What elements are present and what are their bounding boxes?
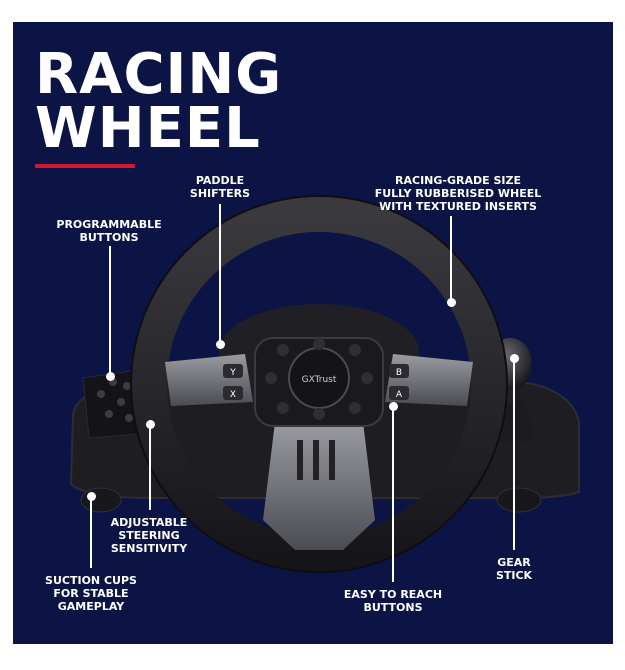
callout-line: RACING-GRADE SIZE xyxy=(395,174,521,187)
product-banner: Y X B A GXTrust RACING WHEEL PADDLE SHIF… xyxy=(13,22,613,644)
callout-gear-stick: GEAR STICK xyxy=(479,556,549,582)
pointer-line xyxy=(392,406,394,582)
button-a-label: A xyxy=(396,390,403,400)
callout-line: PADDLE xyxy=(195,174,245,187)
callout-easy-buttons: EASY TO REACH BUTTONS xyxy=(333,588,453,614)
callout-adjustable-sensitivity: ADJUSTABLE STEERING SENSITIVITY xyxy=(99,516,199,555)
pointer-dot xyxy=(510,354,519,363)
callout-line: SHIFTERS xyxy=(189,187,251,200)
callout-line: EASY TO REACH xyxy=(343,588,443,601)
pointer-line xyxy=(219,204,221,344)
hub-round-buttons xyxy=(265,338,373,420)
pointer-dot xyxy=(106,372,115,381)
callout-programmable-buttons: PROGRAMMABLE BUTTONS xyxy=(49,218,169,244)
pointer-dot xyxy=(146,420,155,429)
pointer-line xyxy=(109,246,111,376)
callout-line: ADJUSTABLE xyxy=(110,516,188,529)
pointer-dot xyxy=(216,340,225,349)
pointer-dot xyxy=(447,298,456,307)
button-x-label: X xyxy=(230,390,236,400)
racing-wheel-illustration: Y X B A GXTrust xyxy=(69,195,580,573)
callout-line: STICK xyxy=(495,569,533,582)
callout-line: SENSITIVITY xyxy=(110,542,188,555)
pointer-dot xyxy=(87,492,96,501)
callout-line: FULLY RUBBERISED WHEEL xyxy=(374,187,542,200)
pointer-line xyxy=(90,496,92,568)
title-line-1: RACING xyxy=(35,42,283,107)
button-b xyxy=(389,364,409,378)
callout-suction-cups: SUCTION CUPS FOR STABLE GAMEPLAY xyxy=(41,574,141,613)
callout-line: PROGRAMMABLE xyxy=(56,218,162,231)
pointer-dot xyxy=(389,402,398,411)
title-line-2: WHEEL xyxy=(35,96,261,161)
button-y xyxy=(223,364,243,378)
callout-paddle-shifters: PADDLE SHIFTERS xyxy=(185,174,255,200)
callout-line: FOR STABLE xyxy=(53,587,129,600)
callout-line: GAMEPLAY xyxy=(57,600,125,613)
suction-cup-right xyxy=(496,487,542,513)
button-a xyxy=(389,386,409,400)
pointer-line xyxy=(149,424,151,510)
callout-line: SUCTION CUPS xyxy=(45,574,137,587)
wheel-spoke-bottom xyxy=(263,422,375,550)
callout-line: BUTTONS xyxy=(363,601,423,614)
callout-line: STEERING xyxy=(118,529,180,542)
callout-line: GEAR xyxy=(497,556,531,569)
button-x xyxy=(223,386,243,400)
callout-line: WITH TEXTURED INSERTS xyxy=(379,200,537,213)
pointer-line xyxy=(513,358,515,550)
brand-logo-text: GXTrust xyxy=(302,375,337,385)
callout-racing-grade: RACING-GRADE SIZE FULLY RUBBERISED WHEEL… xyxy=(358,174,558,213)
button-y-label: Y xyxy=(229,368,236,378)
suction-cup-left xyxy=(80,487,122,513)
button-b-label: B xyxy=(396,368,402,378)
title-underline xyxy=(35,164,135,168)
pointer-line xyxy=(450,216,452,302)
page-title: RACING WHEEL xyxy=(35,42,283,161)
callout-line: BUTTONS xyxy=(79,231,139,244)
wheel-rim xyxy=(131,196,507,572)
